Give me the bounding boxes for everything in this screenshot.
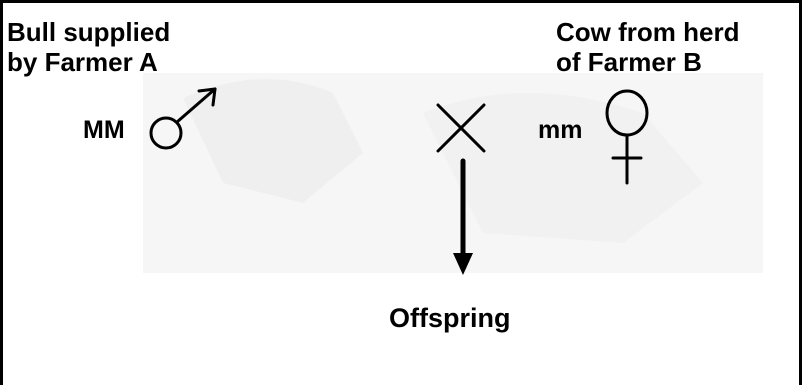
cow-genotype: mm [538,116,583,144]
bull-label-line1: Bull supplied [7,17,171,47]
background-watermark [143,73,763,273]
cow-label-line2: of Farmer B [556,47,702,77]
male-symbol-icon [149,87,217,150]
cow-label: Cow from herd of Farmer B [556,17,739,77]
offspring-label: Offspring [389,303,511,333]
bull-genotype: MM [83,116,125,144]
bull-label-line2: by Farmer A [7,47,158,77]
cow-label-line1: Cow from herd [556,17,740,47]
cross-icon [436,103,486,153]
diagram-symbols [149,87,649,275]
down-arrow-icon [453,158,473,275]
bull-label: Bull supplied by Farmer A [7,17,170,77]
female-symbol-icon [605,89,649,185]
